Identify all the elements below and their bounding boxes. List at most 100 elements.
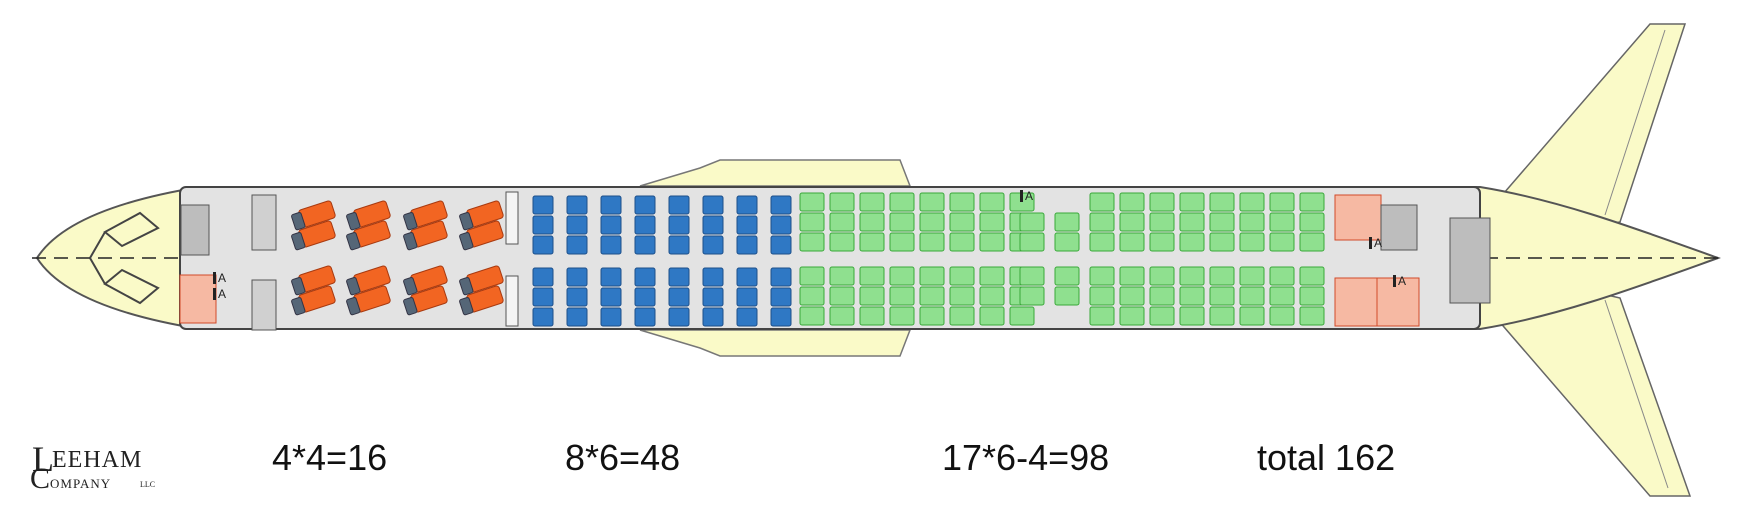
premium-seat	[532, 235, 554, 255]
economy-seat	[979, 192, 1005, 212]
premium-seat	[736, 215, 758, 235]
business-seat-back	[403, 231, 418, 251]
economy-seat	[1179, 192, 1205, 212]
economy-exit-seat	[1019, 286, 1045, 306]
economy-seat	[829, 192, 855, 212]
front-closet-lower	[251, 279, 277, 331]
premium-seat	[600, 215, 622, 235]
premium-seat	[566, 307, 588, 327]
economy-seat	[919, 232, 945, 252]
economy-seat	[1119, 212, 1145, 232]
economy-seat	[799, 192, 825, 212]
economy-seat	[859, 212, 885, 232]
economy-seat-block	[799, 192, 1325, 326]
economy-seat	[889, 306, 915, 326]
premium-seat	[634, 287, 656, 307]
premium-seat	[532, 267, 554, 287]
economy-seat	[859, 286, 885, 306]
business-seat-back	[291, 296, 306, 316]
business-seat	[346, 265, 391, 296]
economy-seat	[1009, 306, 1035, 326]
premium-seat	[668, 287, 690, 307]
economy-seat	[949, 192, 975, 212]
economy-seat	[949, 232, 975, 252]
business-seat	[459, 265, 504, 296]
economy-seat	[1209, 306, 1235, 326]
economy-seat	[949, 286, 975, 306]
economy-seat	[859, 306, 885, 326]
economy-seat	[1299, 212, 1325, 232]
premium-seat	[702, 195, 724, 215]
premium-seat	[770, 215, 792, 235]
economy-seat	[889, 192, 915, 212]
business-seat	[346, 285, 391, 316]
economy-seat	[1269, 266, 1295, 286]
economy-seat	[1269, 232, 1295, 252]
premium-seat	[770, 267, 792, 287]
caption-business-count: 4*4=16	[272, 437, 388, 478]
premium-seat	[532, 215, 554, 235]
caption-economy-count: 17*6-4=98	[942, 437, 1110, 478]
economy-exit-seat	[1054, 266, 1080, 286]
logo-word-eeham: EEHAM	[52, 447, 143, 473]
aft-galley	[1449, 217, 1491, 304]
stabilizer-upper-line	[1604, 29, 1666, 216]
economy-seat	[1239, 192, 1265, 212]
business-seat-back	[459, 231, 474, 251]
attendant-marker: A	[218, 287, 226, 301]
business-seat-back	[403, 296, 418, 316]
economy-seat	[829, 286, 855, 306]
business-seat	[459, 285, 504, 316]
economy-seat	[1209, 212, 1235, 232]
economy-seat	[1089, 232, 1115, 252]
attendant-seat-bar	[213, 288, 216, 300]
economy-seat	[1269, 192, 1295, 212]
business-seat	[291, 220, 336, 251]
business-seat	[346, 220, 391, 251]
economy-seat	[1089, 192, 1115, 212]
economy-seat	[859, 232, 885, 252]
premium-seat	[634, 215, 656, 235]
economy-seat	[1299, 232, 1325, 252]
economy-seat	[1239, 306, 1265, 326]
business-seat-block	[291, 200, 504, 316]
premium-seat	[600, 195, 622, 215]
economy-seat	[1179, 212, 1205, 232]
premium-seat	[566, 195, 588, 215]
premium-seat	[702, 287, 724, 307]
premium-seat	[668, 235, 690, 255]
economy-seat	[1149, 192, 1175, 212]
premium-seat	[532, 287, 554, 307]
economy-seat	[799, 232, 825, 252]
rear-lavatory-upper	[1334, 194, 1382, 241]
logo-word-ompany: OMPANY	[50, 476, 112, 491]
economy-seat	[1089, 286, 1115, 306]
attendant-seat-bar	[1020, 190, 1023, 202]
wing-root-upper	[639, 159, 912, 187]
economy-seat	[1299, 286, 1325, 306]
economy-seat	[1299, 306, 1325, 326]
economy-seat	[949, 212, 975, 232]
attendant-seat-bar	[1369, 237, 1372, 249]
economy-exit-seat	[1019, 266, 1045, 286]
premium-seat	[600, 267, 622, 287]
logo-initial-c: C	[30, 462, 51, 495]
premium-seat	[702, 307, 724, 327]
premium-seat	[736, 235, 758, 255]
economy-seat	[979, 266, 1005, 286]
economy-seat	[799, 286, 825, 306]
premium-seat	[770, 195, 792, 215]
business-seat	[291, 265, 336, 296]
economy-exit-seat	[1019, 212, 1045, 232]
economy-seat	[829, 266, 855, 286]
premium-seat	[600, 287, 622, 307]
economy-seat	[1089, 266, 1115, 286]
economy-seat	[949, 306, 975, 326]
business-seat	[403, 220, 448, 251]
economy-seat	[859, 266, 885, 286]
economy-seat	[1089, 212, 1115, 232]
rear-lavatory-lower-1	[1334, 277, 1378, 327]
premium-seat	[532, 195, 554, 215]
